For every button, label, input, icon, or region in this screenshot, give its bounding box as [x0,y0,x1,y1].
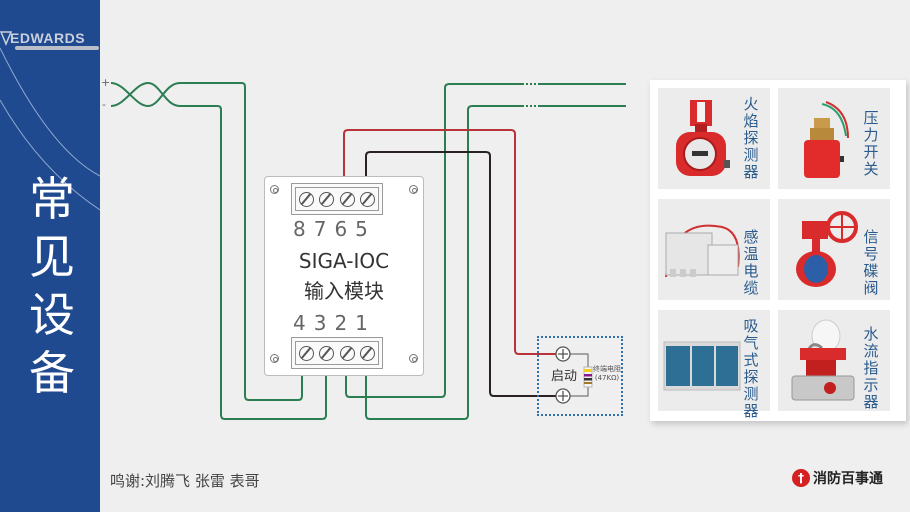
module-name: 输入模块 [304,279,384,303]
decorative-arcs [0,47,100,211]
aspirating-detector-image [663,341,741,391]
terminal-block-top [291,183,383,215]
device-label: 感温电缆 [743,228,759,297]
pressure-switch-image [804,101,849,178]
bus-minus-label: - [102,98,106,111]
signal-butterfly-valve-image [796,211,858,287]
device-label: 水流指示器 [863,325,879,411]
wire-break-mark [526,83,536,107]
title-char: 设 [29,288,75,342]
title-char: 备 [29,346,75,400]
mount-hole-icon [409,185,418,194]
device-label: 信号碟阀 [863,228,879,297]
module-model: SIGA-IOC [298,249,390,273]
screw-icon [298,345,314,361]
terminal-numbers-bottom: 4321 [293,311,376,335]
screw-icon [298,191,314,207]
resistor-wire [569,353,589,397]
logo-bar [15,46,99,50]
mount-hole-icon [409,354,418,363]
flame-detector-image [676,100,730,176]
bus-wire-plus [110,82,303,401]
device-card-butterfly-valve: 信号碟阀 [778,199,890,300]
output-wire-1 [345,83,524,398]
start-label: 启动 [551,369,578,384]
device-label: 吸气式探测器 [743,317,759,420]
device-label: 压力开关 [863,109,879,178]
terminal-block-bottom [291,337,383,369]
page-title: 常 见 设 备 [22,170,82,402]
resistor-label: 终端电阻 (47KΩ) [593,365,621,383]
resistor-value: (47KΩ) [594,374,620,382]
fire-hydrant-icon: † [792,469,810,487]
start-wire-black [365,151,556,397]
start-wire-red [343,129,556,355]
water-flow-indicator-image [791,319,855,401]
title-char: 见 [29,230,75,284]
brand-logo: † 消防百事通 [792,468,883,488]
start-contact-box [537,336,623,416]
screw-icon [360,191,376,207]
screw-icon [319,191,335,207]
bus-wire-minus [110,82,327,420]
output-wire-2 [365,105,524,420]
device-panel: 火焰探测器 压力开关 感温电缆 [650,80,906,421]
terminal-numbers-top: 8765 [293,217,376,241]
screw-icon [339,345,355,361]
logo-chevron-icon [0,31,12,46]
device-card-linear-heat-cable: 感温电缆 [658,199,770,300]
mount-hole-icon [270,354,279,363]
start-terminal-top [555,346,571,362]
screw-icon [360,345,376,361]
start-terminal-bottom [555,388,571,404]
device-card-water-flow-indicator: 水流指示器 [778,310,890,411]
screw-icon [339,191,355,207]
device-card-flame-detector: 火焰探测器 [658,88,770,189]
credits-text: 鸣谢:刘腾飞 张雷 表哥 [110,472,260,490]
siga-ioc-module: 8765 SIGA-IOC 输入模块 4321 [264,176,424,376]
mount-hole-icon [270,185,279,194]
logo-text: EDWARDS [10,30,86,46]
resistor-name: 终端电阻 [593,365,621,373]
device-card-aspirating-detector: 吸气式探测器 [658,310,770,420]
screw-icon [319,345,335,361]
device-card-pressure-switch: 压力开关 [778,88,890,189]
end-of-line-resistor-icon [583,366,593,388]
device-label: 火焰探测器 [743,95,759,181]
title-char: 常 [29,172,75,226]
linear-heat-cable-image [665,224,740,278]
brand-name: 消防百事通 [813,471,883,487]
bus-plus-label: + [101,76,111,89]
sidebar: EDWARDS 常 见 设 备 [0,0,100,512]
